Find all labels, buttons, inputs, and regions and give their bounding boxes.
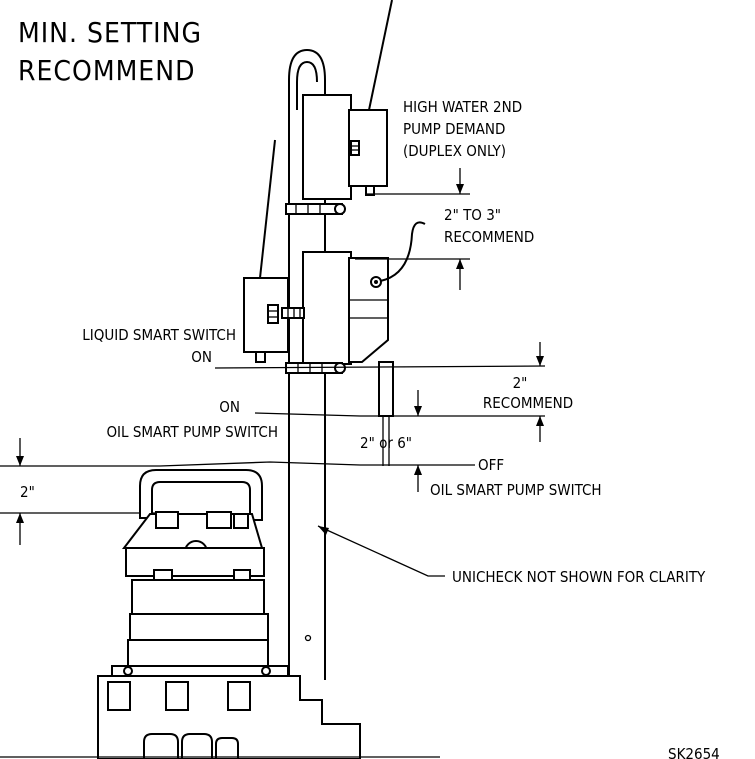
recommend-2in-label: RECOMMEND — [483, 394, 573, 412]
oil-smart-switch — [302, 221, 426, 466]
callout-labels: HIGH WATER 2ND PUMP DEMAND (DUPLEX ONLY)… — [20, 98, 720, 759]
oil-switch-probe — [378, 361, 394, 417]
oil-switch-cord — [379, 221, 426, 282]
high-water-switch-body — [302, 94, 352, 200]
gap-label-1: 2" TO 3" — [444, 206, 501, 224]
level-lines — [0, 193, 546, 514]
gap-label-2: RECOMMEND — [444, 228, 534, 246]
high-water-label-1: HIGH WATER 2ND — [403, 98, 522, 116]
title-block: MIN. SETTING RECOMMEND — [18, 16, 202, 87]
high-water-switch — [302, 0, 393, 200]
high-water-cord — [368, 0, 393, 111]
liquid-switch-cord — [259, 139, 276, 279]
pipe-vent-hole — [304, 634, 312, 642]
dimension-arrows — [16, 168, 544, 577]
oil-switch-housing — [348, 257, 389, 363]
unicheck-label: UNICHECK NOT SHOWN FOR CLARITY — [452, 568, 706, 586]
left-dimension-label: 2" — [20, 483, 35, 501]
range-label: 2" or 6" — [360, 434, 412, 452]
high-water-label-3: (DUPLEX ONLY) — [403, 142, 506, 160]
liquid-switch-label-2: ON — [191, 348, 212, 366]
submersible-pump — [97, 469, 361, 759]
oil-off-label-1: OFF — [478, 456, 504, 474]
high-water-label-2: PUMP DEMAND — [403, 120, 505, 138]
oil-on-label-2: OIL SMART PUMP SWITCH — [106, 423, 278, 441]
title-line-1: MIN. SETTING — [18, 16, 202, 49]
liquid-switch-body — [243, 277, 289, 353]
liquid-switch-label-1: LIQUID SMART SWITCH — [82, 326, 236, 344]
liquid-smart-switch — [243, 139, 305, 363]
upper-clamp — [285, 203, 346, 215]
title-line-2: RECOMMEND — [18, 54, 195, 87]
oil-switch-body — [302, 251, 352, 365]
oil-on-label-1: ON — [219, 398, 240, 416]
oil-off-label-2: OIL SMART PUMP SWITCH — [430, 481, 602, 499]
drawing-number: SK2654 — [668, 745, 720, 759]
recommend-2in-value: 2" — [513, 374, 528, 392]
